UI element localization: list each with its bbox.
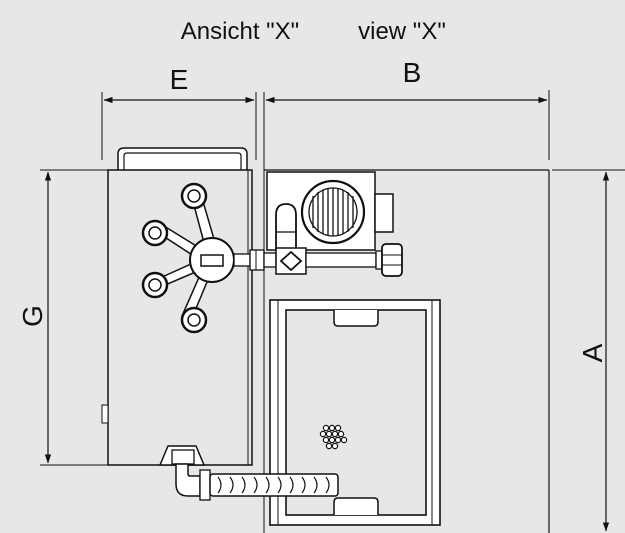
dimension-b-label: B [403,57,422,88]
dimension-a: A [552,169,625,532]
dimension-g: G [17,169,112,466]
valve-assembly [275,243,403,277]
dimension-a-label: A [577,343,608,362]
connecting-pipe [249,249,277,271]
title-german: Ansicht "X" [181,18,299,45]
basket-container [269,299,441,526]
dimension-b: B [263,57,550,533]
drain-holes [319,424,348,450]
valve-icon [279,250,303,272]
dimension-g-label: G [17,305,48,327]
dimension-e: E [101,64,257,160]
dimension-e-label: E [170,64,189,95]
title-english: view "X" [358,18,446,45]
left-cabinet [101,147,253,466]
flex-hose [171,449,339,501]
outlet-ports [141,182,208,334]
right-housing [264,169,550,533]
manifold [141,182,251,334]
gauge-unit [266,171,394,251]
